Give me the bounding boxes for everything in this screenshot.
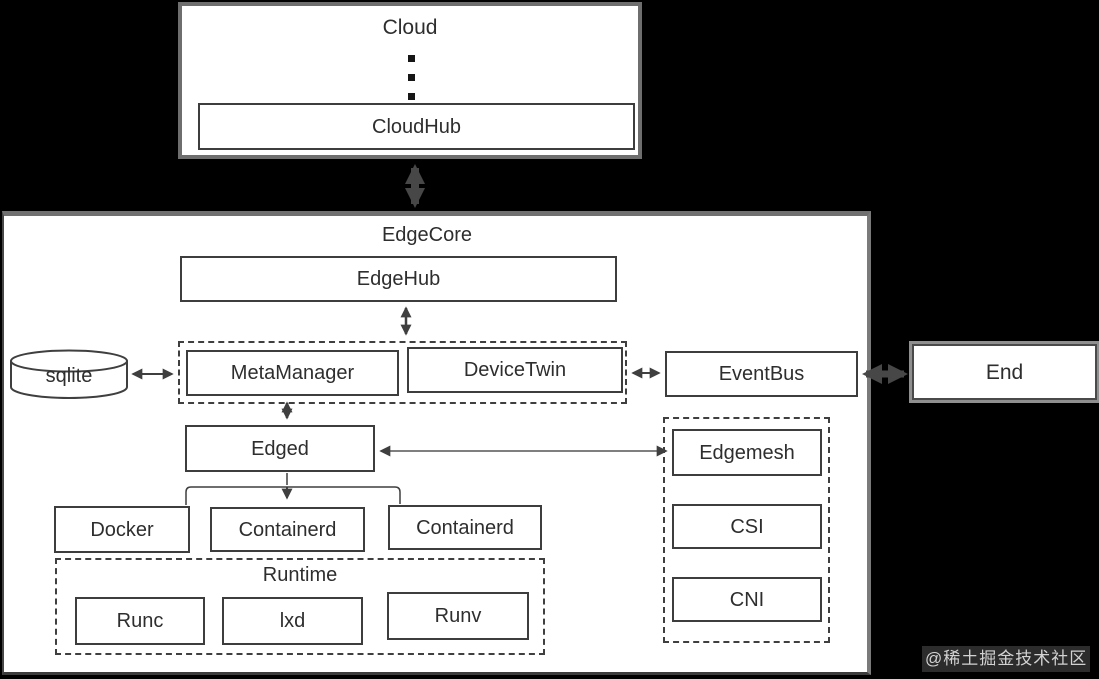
meta-devicetwin-dashed-group bbox=[178, 341, 627, 404]
edgehub-node: EdgeHub bbox=[180, 256, 617, 302]
metamanager-node: MetaManager bbox=[186, 350, 399, 396]
csi-node: CSI bbox=[672, 504, 822, 549]
cni-node: CNI bbox=[672, 577, 822, 622]
watermark: @稀土掘金技术社区 bbox=[922, 646, 1091, 672]
end-node: End bbox=[912, 344, 1097, 400]
cloudhub-node: CloudHub bbox=[198, 103, 635, 150]
eventbus-node: EventBus bbox=[665, 351, 858, 397]
lxd-node: lxd bbox=[222, 597, 363, 645]
mesh-dashed-group bbox=[663, 417, 830, 643]
sqlite-label: sqlite bbox=[45, 365, 93, 387]
edgecore-label: EdgeCore bbox=[381, 224, 473, 246]
edged-node: Edged bbox=[185, 425, 375, 472]
containerd-node-2: Containerd bbox=[388, 505, 542, 550]
devicetwin-node: DeviceTwin bbox=[407, 347, 623, 393]
vertical-ellipsis-icon bbox=[408, 55, 415, 100]
runtime-label: Runtime bbox=[262, 564, 338, 586]
runtime-dashed-group bbox=[55, 558, 545, 655]
containerd-node: Containerd bbox=[210, 507, 365, 552]
cloud-label: Cloud bbox=[382, 15, 438, 39]
runv-node: Runv bbox=[387, 592, 529, 640]
edgemesh-node: Edgemesh bbox=[672, 429, 822, 476]
docker-node: Docker bbox=[54, 506, 190, 553]
runc-node: Runc bbox=[75, 597, 205, 645]
